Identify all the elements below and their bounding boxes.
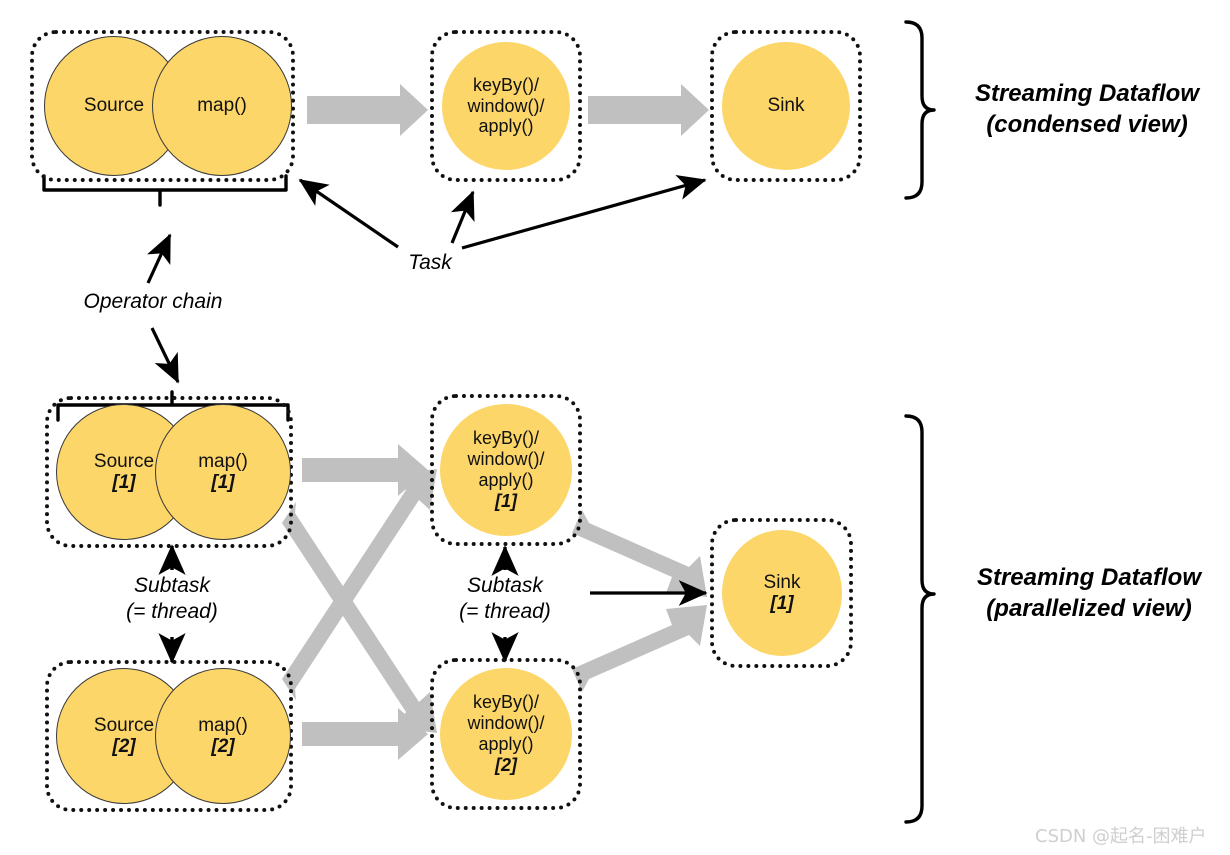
- operator-chain-pointer-down: [150, 327, 180, 384]
- parallelized-view-brace: [904, 414, 936, 824]
- parallel-keyby-box-1[interactable]: [430, 394, 582, 546]
- condensed-source-circle[interactable]: Source: [44, 36, 184, 176]
- parallelized-view-label-line1: Streaming Dataflow: [976, 564, 1202, 591]
- condensed-sink-box[interactable]: [710, 30, 862, 182]
- task-annotation: Task: [408, 251, 452, 274]
- parallel-source-1-label: Source: [93, 450, 155, 472]
- parallel-sink-index: [1]: [770, 593, 794, 614]
- subtask-left-annotation: Subtask (= thread): [92, 573, 252, 626]
- parallel-keyby-1-circle[interactable]: keyBy()/ window()/ apply() [1]: [440, 404, 572, 536]
- task-pointer-to-chain: [298, 178, 399, 249]
- flow-arrow-keyby-to-sink-top: [588, 84, 709, 136]
- parallel-source-2-label: Source: [93, 714, 155, 736]
- operator-chain-brace: [42, 174, 288, 207]
- condensed-view-label-line2: (condensed view): [986, 111, 1188, 139]
- subtask-left-line1: Subtask: [134, 574, 210, 597]
- condensed-view-group-label: Streaming Dataflow (condensed view): [962, 78, 1212, 140]
- parallel-keyby-1-line2: window()/: [467, 449, 545, 470]
- parallel-keyby-1-line3: apply(): [478, 470, 534, 490]
- parallel-operator-chain-box-2[interactable]: [45, 660, 293, 812]
- parallel-keyby-2-line1: keyBy()/: [472, 692, 539, 713]
- parallel-keyby-2-index: [2]: [495, 754, 517, 775]
- parallel-sink-circle[interactable]: Sink [1]: [722, 530, 842, 656]
- condensed-source-label: Source: [83, 95, 145, 117]
- condensed-keyby-circle[interactable]: keyBy()/ window()/ apply(): [442, 42, 570, 170]
- task-pointer-to-keyby: [450, 190, 475, 244]
- parallel-source-1-index: [1]: [112, 472, 136, 493]
- parallel-keyby-1-line1: keyBy()/: [472, 428, 539, 449]
- parallel-keyby-1-index: [1]: [495, 490, 517, 511]
- flow-arrow-keyby1-to-sink: [572, 510, 707, 597]
- csdn-watermark: CSDN @起名-困难户: [1035, 826, 1207, 847]
- parallel-source-2-index: [2]: [112, 736, 136, 757]
- subtask-right-annotation: Subtask (= thread): [425, 573, 585, 626]
- parallel-map-1-label: map(): [198, 450, 248, 472]
- flow-arrow-chain1-to-keyby1: [302, 444, 428, 496]
- flow-arrow-chain2-to-keyby2: [302, 708, 428, 760]
- parallel-sink-label: Sink: [763, 571, 801, 593]
- parallel-keyby-2-line2: window()/: [467, 713, 545, 734]
- parallel-map-2-index: [2]: [211, 736, 235, 757]
- parallelized-view-label-line2: (parallelized view): [986, 595, 1192, 623]
- condensed-map-circle[interactable]: map(): [152, 36, 292, 176]
- subtask-right-line1: Subtask: [467, 574, 543, 597]
- condensed-keyby-line1: keyBy()/: [472, 74, 539, 95]
- condensed-sink-label: Sink: [767, 95, 805, 117]
- parallel-map-2-label: map(): [198, 714, 248, 736]
- parallel-keyby-box-2[interactable]: [430, 658, 582, 810]
- parallel-map-1-index: [1]: [211, 472, 235, 493]
- parallel-operator-chain-box-1[interactable]: [45, 396, 293, 548]
- condensed-keyby-line3: apply(): [478, 116, 534, 137]
- condensed-sink-circle[interactable]: Sink: [722, 42, 850, 170]
- parallel-sink-box[interactable]: [710, 518, 853, 668]
- condensed-keyby-box[interactable]: [430, 30, 582, 182]
- condensed-operator-chain-box[interactable]: [30, 30, 295, 182]
- parallel-source-1-circle[interactable]: Source [1]: [56, 404, 192, 540]
- condensed-view-label-line1: Streaming Dataflow: [974, 80, 1200, 107]
- condensed-map-label: map(): [197, 95, 247, 117]
- flow-arrow-chain1-to-keyby2: [282, 502, 437, 733]
- flow-arrow-chain-to-keyby-top: [307, 84, 428, 136]
- parallel-map-2-circle[interactable]: map() [2]: [155, 668, 291, 804]
- parallel-map-1-circle[interactable]: map() [1]: [155, 404, 291, 540]
- flow-arrow-keyby2-to-sink: [572, 605, 707, 692]
- condensed-keyby-line2: window()/: [467, 95, 545, 116]
- subtask-right-line2: (= thread): [459, 600, 551, 624]
- condensed-view-brace: [904, 20, 936, 200]
- parallelized-view-group-label: Streaming Dataflow (parallelized view): [958, 562, 1220, 624]
- operator-chain-annotation: Operator chain: [83, 290, 223, 313]
- parallel-keyby-2-line3: apply(): [478, 734, 534, 754]
- parallel-keyby-2-circle[interactable]: keyBy()/ window()/ apply() [2]: [440, 668, 572, 800]
- subtask-left-line2: (= thread): [126, 600, 218, 624]
- flow-arrow-chain2-to-keyby1: [282, 469, 437, 700]
- task-pointer-to-sink: [461, 175, 707, 250]
- operator-chain-pointer-up: [146, 233, 172, 284]
